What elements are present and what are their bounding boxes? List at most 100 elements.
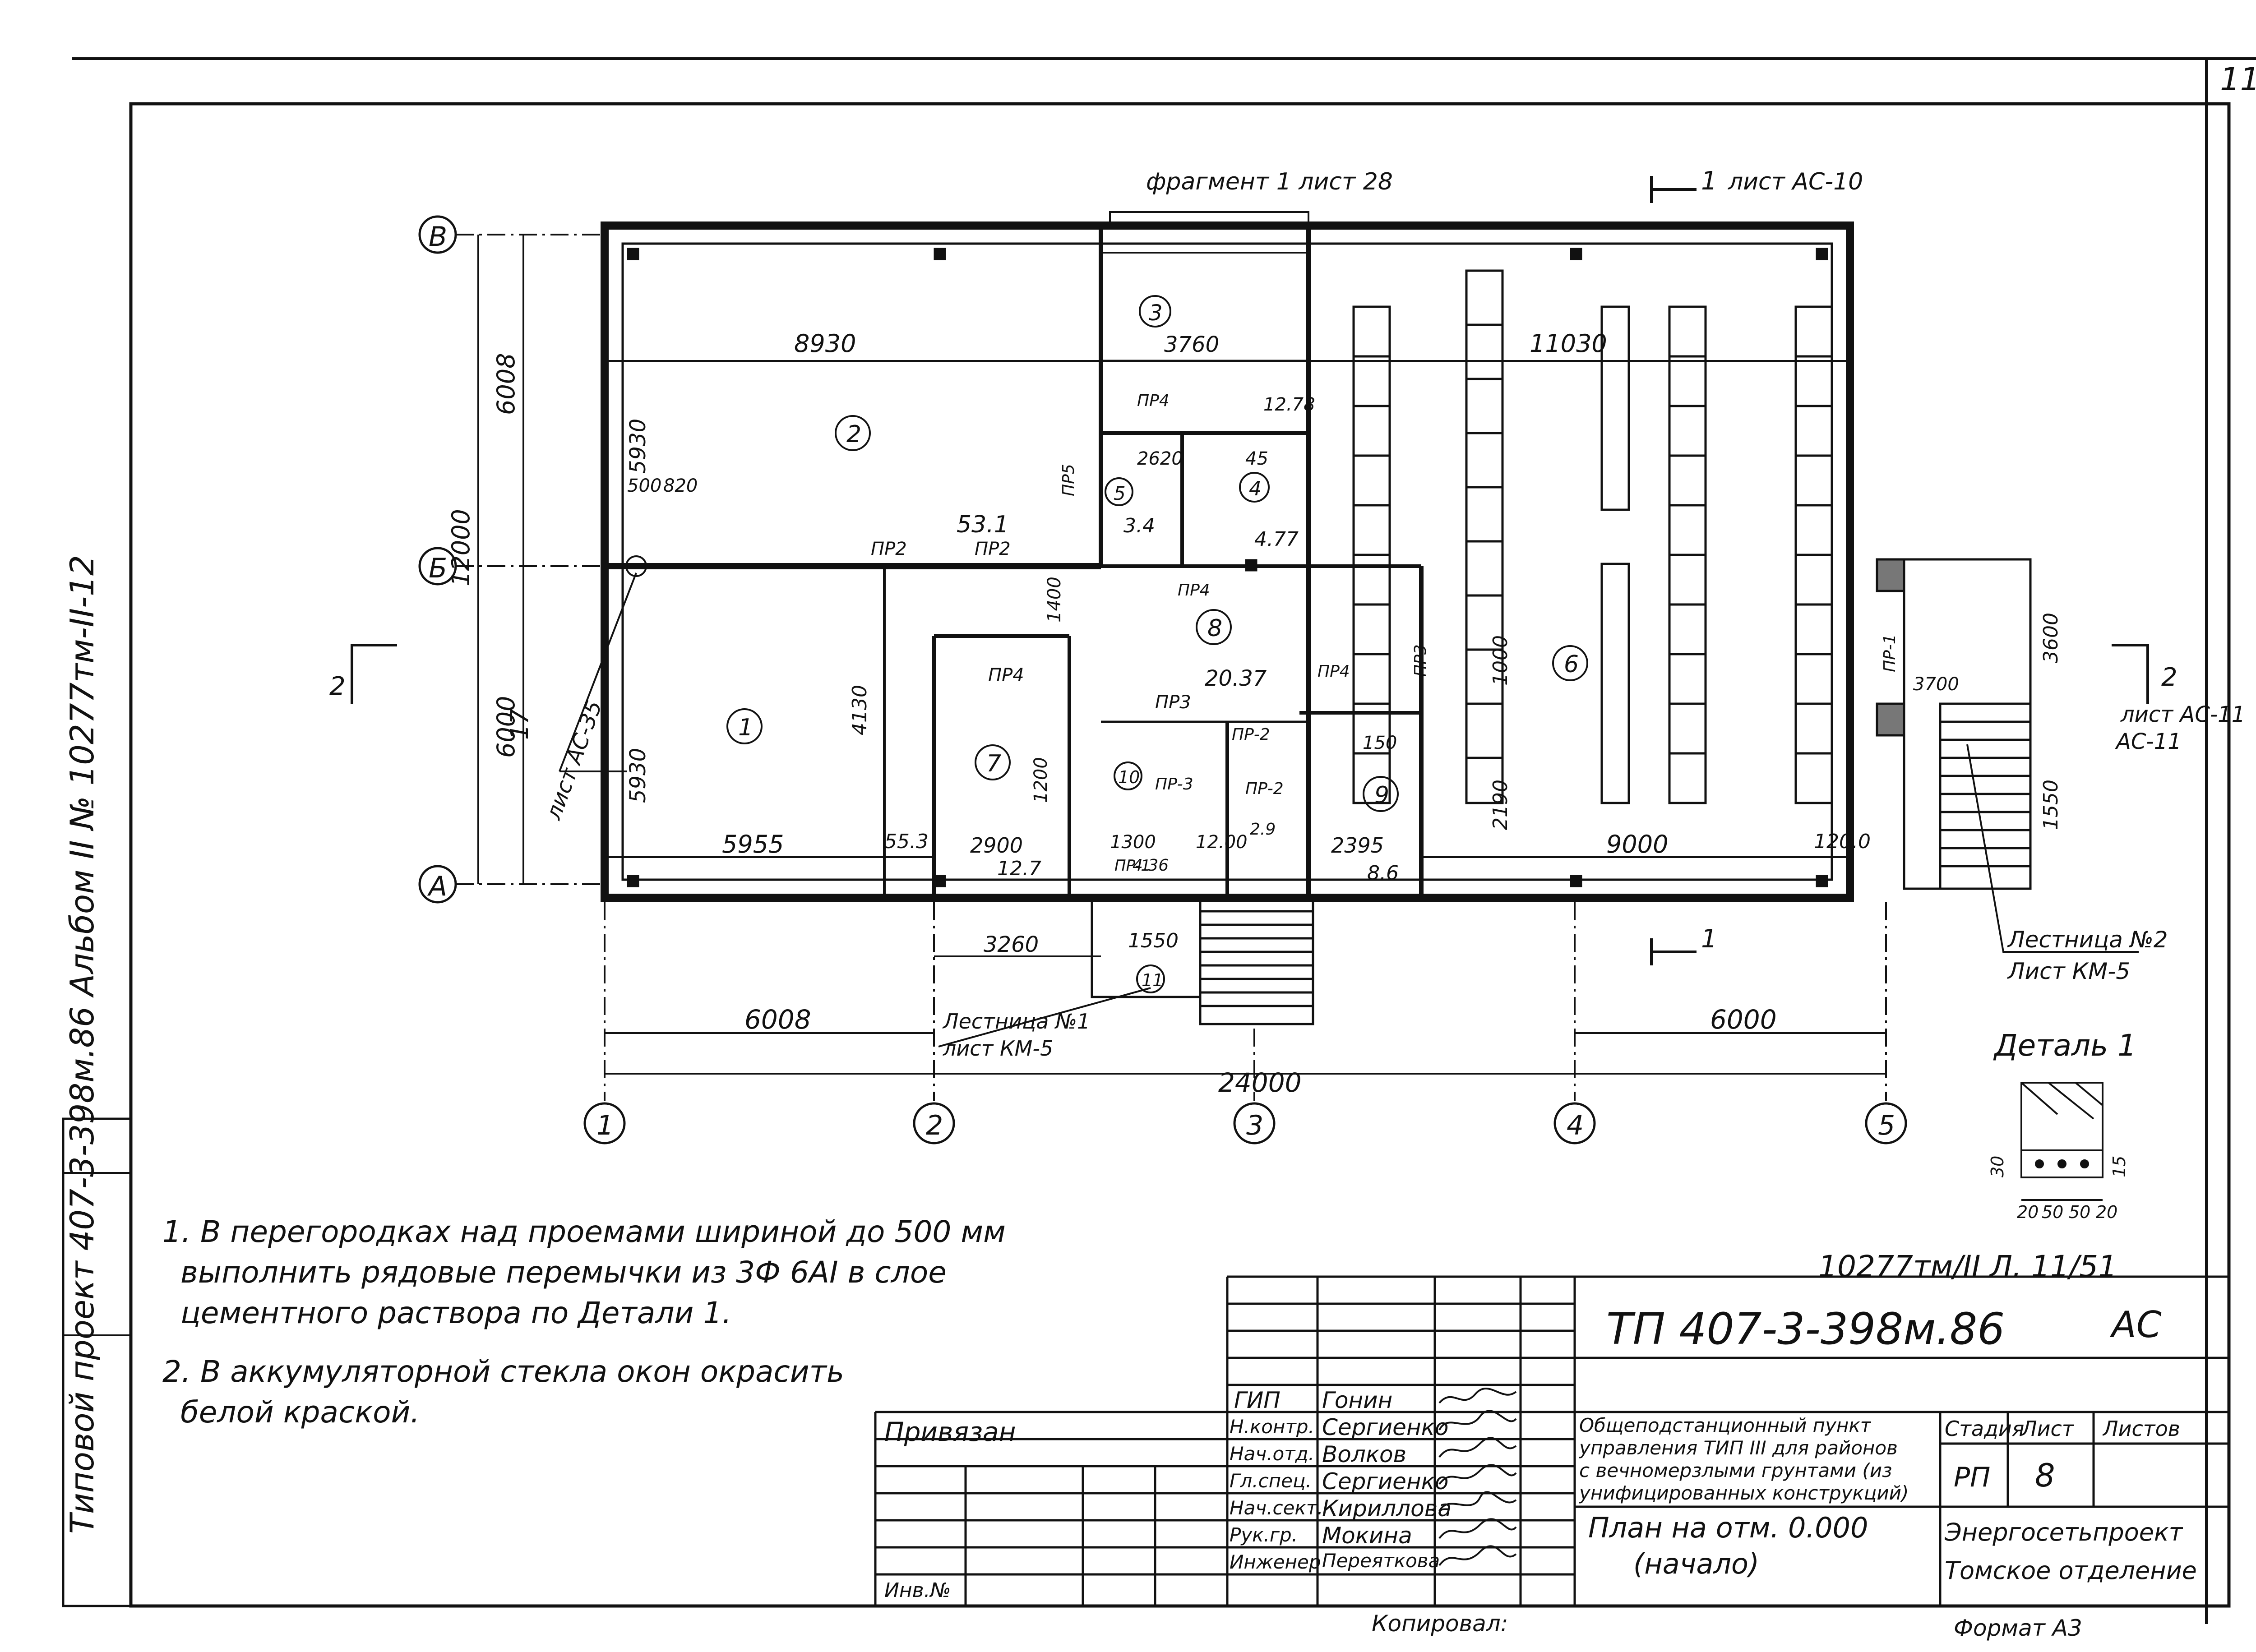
leader-lines <box>559 555 2139 1047</box>
object-title-3: с вечномерзлыми грунтами (из <box>1579 1459 1892 1481</box>
room-11: 11 <box>1142 970 1163 990</box>
battery-racks <box>1352 269 1833 804</box>
dim-590: 3700 <box>1913 674 1959 695</box>
detail-dim-20a: 20 <box>2017 1202 2039 1222</box>
project-side-label: Типовой проект 407-3-398м.86 Альбом II №… <box>63 555 101 1534</box>
sheet-frame <box>62 57 2256 1624</box>
room-5: 5 <box>1114 482 1126 504</box>
object-title-4: унифицированных конструкций) <box>1579 1482 1909 1504</box>
dim-820: 820 <box>663 475 698 496</box>
opening-pr4-d: ПР4 <box>1318 662 1350 681</box>
opening-pr2-a: ПР2 <box>871 539 907 559</box>
dim-4130: 4130 <box>848 685 871 735</box>
name-n-kontr: Сергиенко <box>1322 1414 1449 1440</box>
room-2: 2 <box>846 421 861 448</box>
ac35-label: лист АС-35 <box>541 697 607 823</box>
section-2-right-ref2: АС-11 <box>2115 729 2182 754</box>
stair-1 <box>1091 896 1314 1025</box>
dim-1400: 1400 <box>1044 577 1065 623</box>
axis-markers <box>418 215 1907 1144</box>
role-gip: ГИП <box>1234 1387 1281 1413</box>
opening-pr3-b: ПР3 <box>1411 644 1430 677</box>
axis-label-2: 2 <box>926 1110 943 1141</box>
archive-ref: 10277тм/II Л. 11/51 <box>1818 1249 2117 1284</box>
organization-2: Томское отделение <box>1945 1556 2197 1585</box>
section-1-top: 1 <box>1701 166 1717 196</box>
area-53-1: 53.1 <box>957 511 1009 538</box>
role-inzhener: Инженер <box>1230 1551 1321 1573</box>
drawing-title-2: (начало) <box>1633 1547 1760 1580</box>
section-cut-marks <box>351 176 2149 965</box>
room-3: 3 <box>1149 300 1163 326</box>
note-1-line-2: выполнить рядовые перемычки из 3Ф 6АI в … <box>180 1255 947 1290</box>
area-8-6: 8.6 <box>1367 862 1399 885</box>
opening-pr-2-a: ПР-2 <box>1232 725 1270 744</box>
area-12-00: 12.00 <box>1196 832 1248 853</box>
stair-2 <box>1876 558 2032 890</box>
dim-1550: 1550 <box>1128 929 1179 952</box>
format-label: Формат А3 <box>1954 1615 2082 1641</box>
stair2-title: Лестница №2 <box>2007 927 2168 953</box>
dim-3700: 1550 <box>2039 780 2062 830</box>
dim-1200: 1200 <box>1031 757 1051 803</box>
dim-2900: 2900 <box>970 833 1023 858</box>
object-title-1: Общеподстанционный пункт <box>1579 1414 1872 1436</box>
area-3-4: 3.4 <box>1123 514 1155 537</box>
dim-2395: 2395 <box>1331 833 1384 858</box>
opening-pr-1-a: ПР-1 <box>1114 857 1151 875</box>
stair2-ref: Лист КМ-5 <box>2007 958 2130 984</box>
note-1-line-1: 1. В перегородках над проемами шириной д… <box>162 1214 1006 1249</box>
name-nach-otd: Волков <box>1322 1441 1407 1467</box>
dim-1300: 1300 <box>1110 832 1156 853</box>
section-2-right-ref: лист АС-11 <box>2120 702 2245 727</box>
note-2-line-1: 2. В аккумуляторной стекла окон окрасить <box>162 1354 844 1389</box>
fragment-label: фрагмент 1 лист 28 <box>1146 168 1393 195</box>
document-mark: АС <box>2112 1304 2162 1346</box>
axis-lines <box>456 234 1887 1101</box>
area-4-36: 4.36 <box>1133 856 1169 875</box>
dim-6000: 6000 <box>492 696 520 758</box>
document-code: ТП 407-3-398м.86 <box>1606 1304 2005 1354</box>
area-12-7: 12.7 <box>997 857 1041 880</box>
detail-dim-50b: 50 <box>2069 1202 2090 1222</box>
sheet-value: 8 <box>2035 1457 2055 1494</box>
dim-5955: 5955 <box>722 830 784 858</box>
dim-overall: 24000 <box>1218 1067 1302 1098</box>
dim-6008: 6008 <box>492 353 520 415</box>
role-n-kontr: Н.контр. <box>1230 1416 1314 1438</box>
opening-pr3-a: ПР3 <box>1155 692 1191 713</box>
role-ruk-gr: Рук.гр. <box>1230 1524 1298 1546</box>
opening-pr4-b: ПР4 <box>1137 392 1170 410</box>
area-4-77: 4.77 <box>1254 528 1299 551</box>
stair1-ref: лист КМ-5 <box>943 1036 1053 1061</box>
stage-label: Стадия <box>1945 1417 2025 1441</box>
fragment-bracket <box>1109 211 1309 226</box>
room-9: 9 <box>1374 782 1389 809</box>
axis-label-4: 4 <box>1567 1110 1584 1141</box>
detail-dim-15: 15 <box>2109 1156 2129 1177</box>
role-gl-spec: Гл.спец. <box>1230 1470 1312 1492</box>
opening-pr4-c: ПР4 <box>1178 581 1210 600</box>
dim-9000: 9000 <box>1606 830 1668 858</box>
stair1-title: Лестница №1 <box>942 1009 1090 1034</box>
area-12-78: 12.78 <box>1263 394 1315 415</box>
page-number: 11 <box>2220 61 2256 98</box>
copied-by-label: Копировал: <box>1372 1610 1508 1637</box>
dim-12000: 12000 <box>447 509 475 586</box>
dim-5930-top: 5930 <box>625 419 651 474</box>
title-block-grid <box>874 1275 2229 1606</box>
dim-2190: 1000 <box>1489 635 1512 686</box>
section-2-right: 2 <box>2161 663 2177 692</box>
opening-pr4-a: ПР4 <box>988 665 1024 686</box>
area-2-9: 2.9 <box>1250 820 1276 839</box>
dim-bay-4: 6000 <box>1710 1004 1777 1035</box>
dim-8930: 8930 <box>794 329 856 358</box>
inventory-label: Инв.№ <box>884 1579 951 1602</box>
dim-5930-bottom: 5930 <box>625 748 651 803</box>
ac35-number: 17 <box>505 709 534 740</box>
dim-11030: 11030 <box>1530 329 1607 358</box>
note-2-line-2: белой краской. <box>180 1395 420 1430</box>
dim-3260: 3260 <box>984 932 1039 957</box>
axis-label-a: А <box>427 871 447 902</box>
